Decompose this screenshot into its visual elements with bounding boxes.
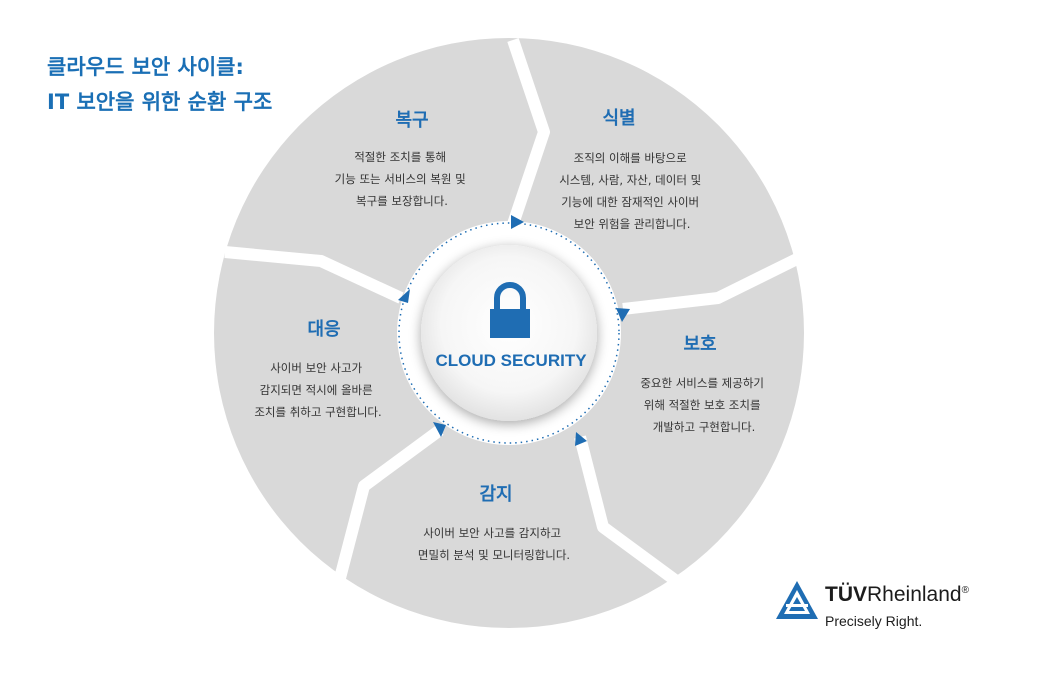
registered-mark: ® <box>961 585 969 596</box>
segment-desc-line: 조직의 이해를 바탕으로 <box>574 151 687 165</box>
segment-title-respond: 대응 <box>307 319 340 340</box>
page-title: 클라우드 보안 사이클: IT 보안을 위한 순환 구조 <box>47 50 272 120</box>
segment-desc-respond: 사이버 보안 사고가 감지되면 적시에 올바른 조치를 취하고 구현합니다. <box>254 361 381 419</box>
separator-detect-respond <box>334 425 444 580</box>
tuv-rheinland-logo: TÜVRheinland® Precisely Right. <box>775 578 1015 638</box>
cycle-arrow-icon <box>511 215 524 229</box>
logo-tagline: Precisely Right. <box>825 613 923 629</box>
separator-recover-identify <box>507 38 550 226</box>
logo-brand: TÜVRheinland® <box>825 583 969 607</box>
segment-desc-line: 기능 또는 서비스의 복원 및 <box>335 172 466 186</box>
segment-desc-line: 위해 적절한 보호 조치를 <box>644 398 761 412</box>
segment-desc-recover: 적절한 조치를 통해 기능 또는 서비스의 복원 및 복구를 보장합니다. <box>335 150 470 208</box>
cycle-arrow-icon <box>616 308 630 322</box>
separator-respond-recover <box>224 246 404 304</box>
separator-identify-protect <box>622 248 810 315</box>
cycle-arrow-icon <box>575 432 587 446</box>
segment-desc-line: 감지되면 적시에 올바른 <box>260 383 373 397</box>
separator-protect-detect <box>574 435 683 588</box>
tuv-triangle-icon <box>776 581 818 619</box>
segment-title-detect: 감지 <box>479 484 512 505</box>
segment-title-identify: 식별 <box>602 108 635 129</box>
segment-desc-protect: 중요한 서비스를 제공하기 위해 적절한 보호 조치를 개발하고 구현합니다. <box>640 376 767 434</box>
logo-brand-bold: TÜV <box>825 583 867 606</box>
segment-desc-line: 사이버 보안 사고를 감지하고 <box>423 526 561 540</box>
segment-desc-line: 사이버 보안 사고가 <box>270 361 362 375</box>
cycle-arrow-icon <box>398 289 410 303</box>
segment-desc-line: 조치를 취하고 구현합니다. <box>254 405 381 419</box>
dotted-cycle-ring <box>398 222 620 444</box>
padlock-icon <box>490 282 530 338</box>
segment-title-protect: 보호 <box>683 334 716 355</box>
segment-desc-line: 개발하고 구현합니다. <box>653 420 756 434</box>
segment-desc-line: 복구를 보장합니다. <box>356 194 448 208</box>
segment-desc-line: 보안 위험을 관리합니다. <box>574 217 691 231</box>
segment-desc-line: 면밀히 분석 및 모니터링합니다. <box>418 548 570 562</box>
page-title-line-2: IT 보안을 위한 순환 구조 <box>47 90 273 114</box>
page-title-line-1: 클라우드 보안 사이클: <box>47 55 244 79</box>
cycle-arrow-icon <box>433 422 446 437</box>
segment-desc-line: 기능에 대한 잠재적인 사이버 <box>561 195 699 209</box>
logo-brand-rest: Rheinland <box>867 583 962 606</box>
segment-title-recover: 복구 <box>395 110 428 131</box>
segment-desc-line: 적절한 조치를 통해 <box>354 150 446 164</box>
segment-desc-line: 중요한 서비스를 제공하기 <box>640 376 764 390</box>
center-label: CLOUD SECURITY <box>435 351 587 370</box>
segment-desc-detect: 사이버 보안 사고를 감지하고 면밀히 분석 및 모니터링합니다. <box>418 526 570 562</box>
segment-desc-identify: 조직의 이해를 바탕으로 시스템, 사람, 자산, 데이터 및 기능에 대한 잠… <box>559 151 705 231</box>
segment-desc-line: 시스템, 사람, 자산, 데이터 및 <box>559 173 701 187</box>
